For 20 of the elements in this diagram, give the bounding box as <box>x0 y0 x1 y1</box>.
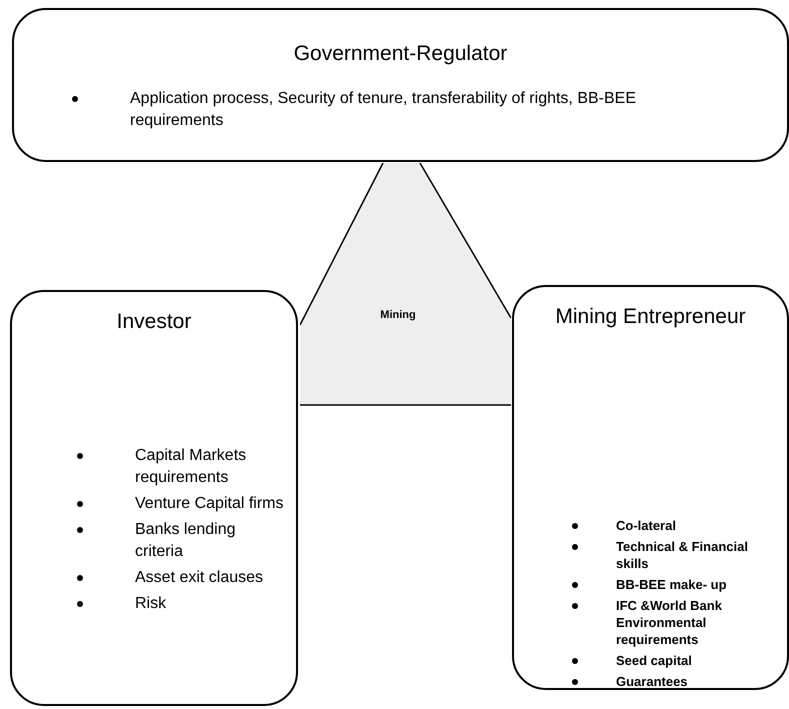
box-heading: Mining Entrepreneur <box>555 305 746 328</box>
rounded-box <box>10 290 298 706</box>
bullet-text: Guarantees <box>616 674 688 689</box>
bullet-text: IFC &World Bank Environmental requirements <box>616 598 722 647</box>
bullet-text: Co-lateral <box>616 518 676 533</box>
box-heading: Government-Regulator <box>294 42 508 65</box>
bullet-text: Capital Markets requirements <box>135 447 246 486</box>
bullet-text: Banks lending criteria <box>135 521 236 560</box>
shape-label: Mining <box>379 309 417 321</box>
rounded-box <box>512 285 789 690</box>
bullet-text: BB-BEE make- up <box>616 577 727 592</box>
bullet-text: Asset exit clauses <box>135 569 264 586</box>
bullet-text: Venture Capital firms <box>135 495 284 512</box>
bullet-text: Risk <box>135 595 166 612</box>
triangle-shape <box>300 163 511 406</box>
rounded-box <box>12 8 789 162</box>
bullet-text: Application process, Security of tenure, transferability of rights, BB-BEE requirements <box>130 90 636 129</box>
box-heading: Investor <box>116 310 192 333</box>
bullet-text: Seed capital <box>616 653 692 668</box>
bullet-text: Technical & Financial skills <box>616 539 748 571</box>
